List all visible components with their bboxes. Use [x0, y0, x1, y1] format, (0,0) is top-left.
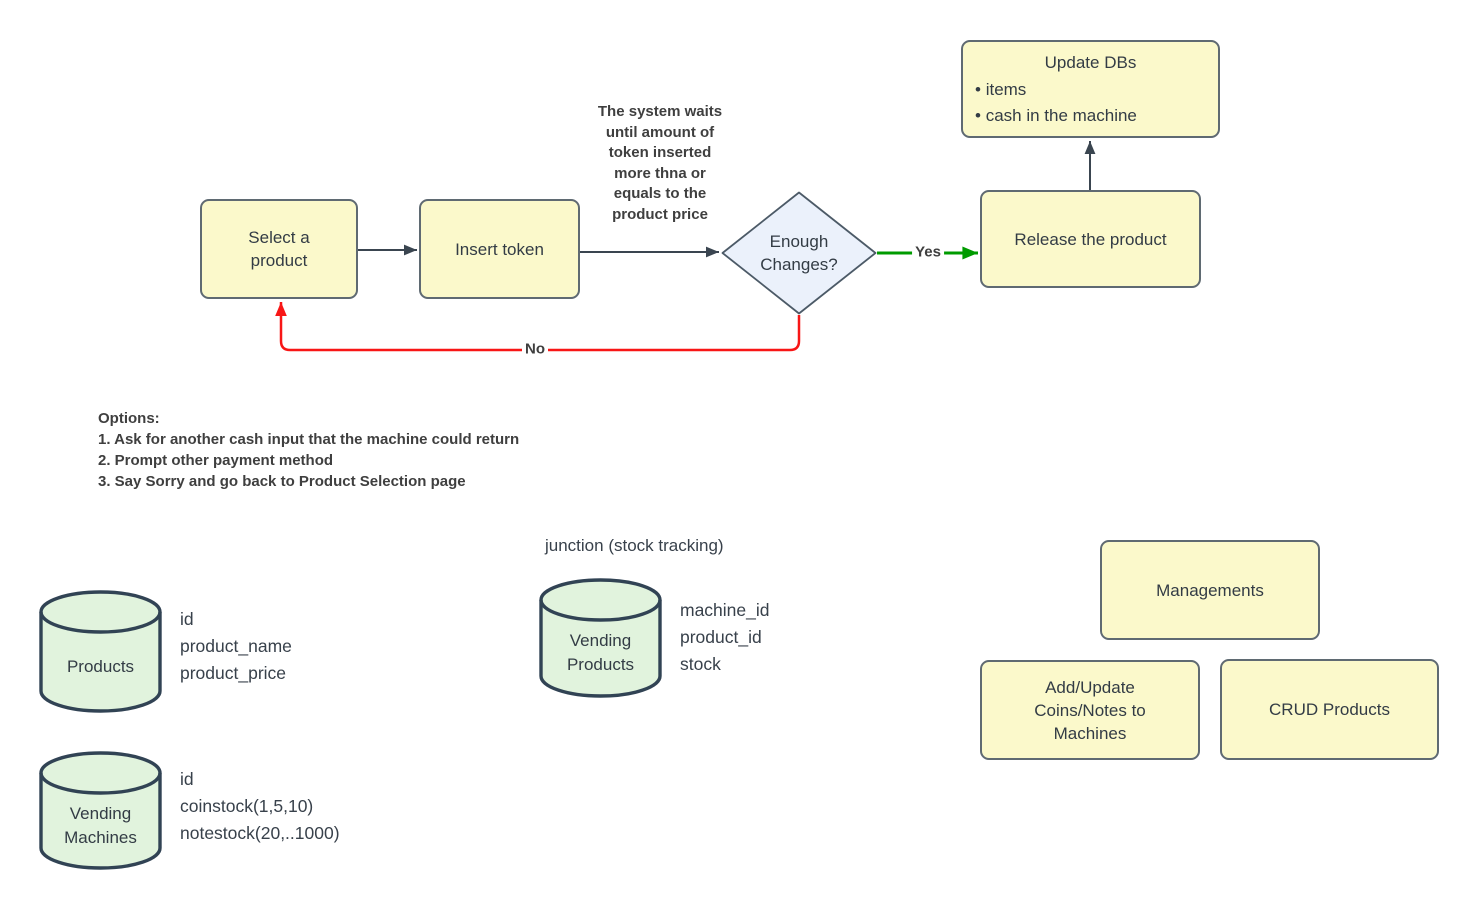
db-products-label: Products: [66, 656, 135, 676]
field: machine_id: [680, 600, 770, 620]
field: product_name: [180, 636, 292, 656]
db-vending-products-label: Vending Products: [566, 631, 635, 674]
db-vending-machines[interactable]: Vending Machines: [39, 751, 162, 870]
update-dbs-bullet-items: items: [975, 77, 1206, 103]
edge-label-yes: Yes: [912, 243, 944, 261]
database-cylinder-icon: [39, 751, 162, 870]
options-heading: Options:: [98, 410, 160, 427]
diamond-shape: [721, 191, 877, 315]
options-item-3: 3. Say Sorry and go back to Product Sele…: [98, 473, 466, 490]
update-dbs-bullet-cash: cash in the machine: [975, 103, 1206, 129]
db-vending-products[interactable]: Vending Products: [539, 578, 662, 698]
database-cylinder-icon: [39, 590, 162, 713]
update-dbs-title: Update DBs: [1044, 53, 1137, 72]
field: product_price: [180, 663, 287, 683]
node-release-product[interactable]: Release the product: [980, 190, 1201, 288]
node-update-dbs[interactable]: Update DBs items cash in the machine: [961, 40, 1220, 138]
node-crud-products[interactable]: CRUD Products: [1220, 659, 1439, 760]
options-item-2: 2. Prompt other payment method: [98, 452, 334, 469]
diamond-label: Enough Changes?: [760, 232, 838, 274]
db-products[interactable]: Products: [39, 590, 162, 713]
node-managements[interactable]: Managements: [1100, 540, 1320, 640]
edge-label-no: No: [522, 340, 548, 358]
db-vending-machines-label: Vending Machines: [64, 803, 137, 847]
junction-caption: junction (stock tracking): [545, 536, 724, 555]
field: notestock(20,..1000): [180, 823, 340, 843]
field: id: [180, 769, 194, 789]
options-item-1: 1. Ask for another cash input that the m…: [98, 431, 520, 448]
database-cylinder-icon: [539, 578, 662, 698]
db-vending-machines-fields: id coinstock(1,5,10) notestock(20,..1000…: [180, 766, 340, 847]
db-vending-products-fields: machine_id product_id stock: [680, 597, 770, 678]
field: coinstock(1,5,10): [180, 796, 314, 816]
node-insert-token[interactable]: Insert token: [419, 199, 580, 299]
node-select-product[interactable]: Select a product: [200, 199, 358, 299]
field: product_id: [680, 627, 762, 647]
db-products-fields: id product_name product_price: [180, 606, 292, 687]
field: id: [180, 609, 194, 629]
node-enough-changes-decision[interactable]: Enough Changes?: [721, 191, 877, 315]
wait-annotation: The system waits until amount of token i…: [597, 103, 723, 223]
field: stock: [680, 654, 721, 674]
options-block: Options: 1. Ask for another cash input t…: [98, 408, 519, 492]
node-add-update-coins-notes[interactable]: Add/Update Coins/Notes to Machines: [980, 660, 1200, 760]
